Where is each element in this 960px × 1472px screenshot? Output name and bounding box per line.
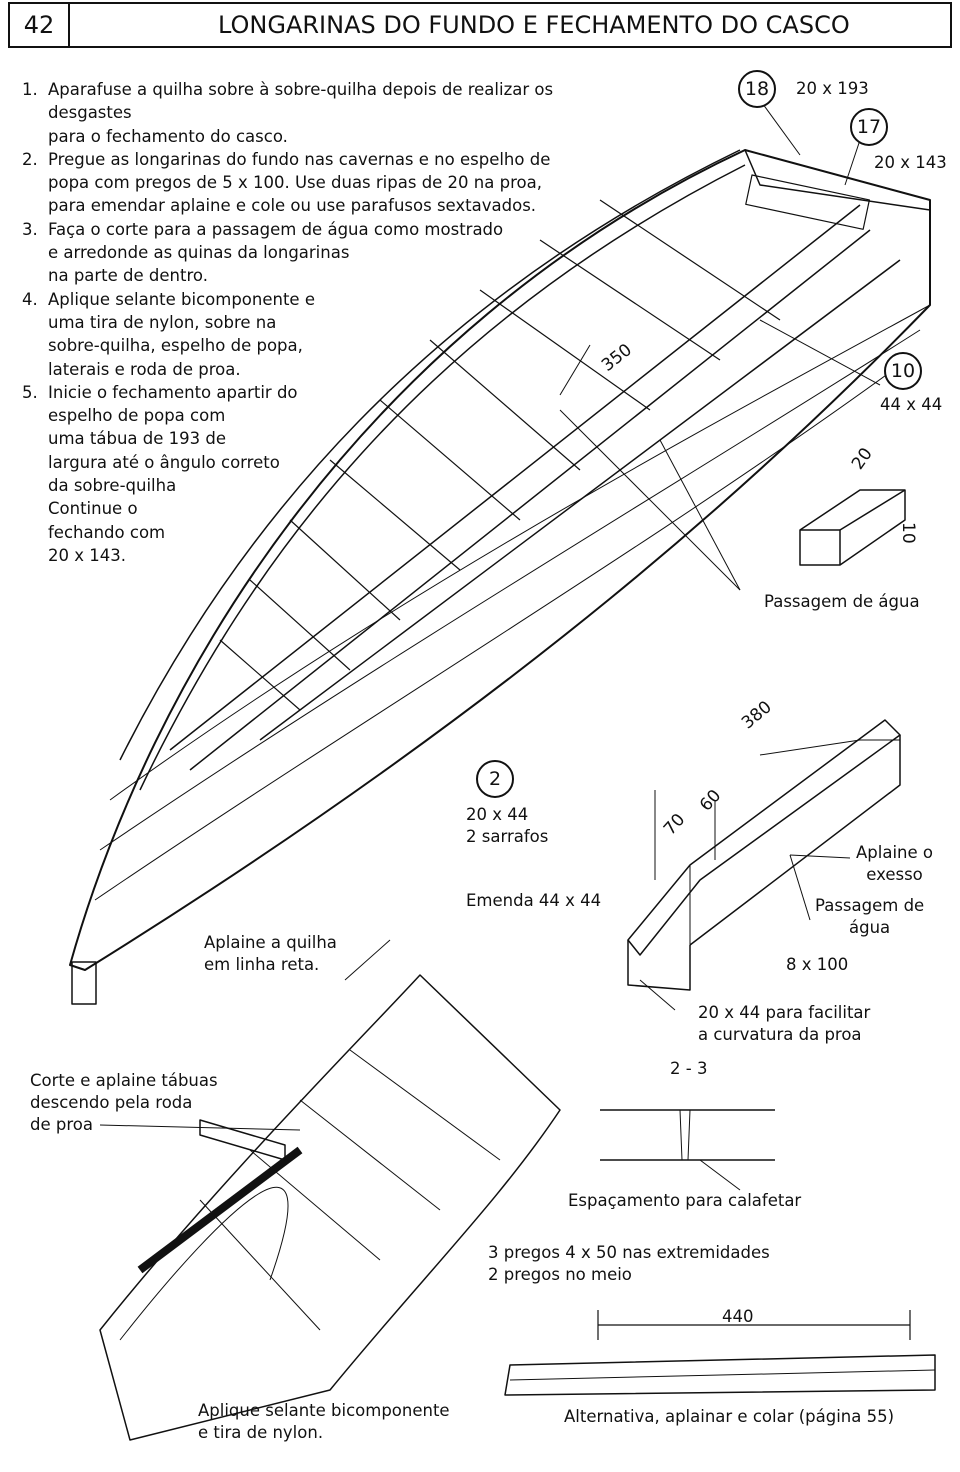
label-passagem-2: Passagem de água: [815, 896, 925, 937]
label-aplaine-quilha: Aplaine a quilha em linha reta.: [204, 933, 337, 974]
step-number: 3.: [22, 219, 38, 239]
label-passagem-1: Passagem de água: [764, 592, 920, 611]
callout-17: 17: [850, 108, 888, 146]
label-corte-aplaine: Corte e aplaine tábuas descendo pela rod…: [30, 1071, 218, 1134]
label-8x100: 8 x 100: [786, 955, 849, 974]
callout-10: 10: [884, 352, 922, 390]
label-facilitar: 20 x 44 para facilitar a curvatura da pr…: [698, 1003, 871, 1044]
page-number: 42: [10, 4, 70, 46]
step-number: 5.: [22, 382, 38, 402]
step-3: 3. Faça o corte para a passagem de água …: [22, 218, 622, 288]
step-text: Aplique selante bicomponente e uma tira …: [48, 289, 315, 379]
callout-18: 18: [738, 70, 776, 108]
instruction-steps: 1. Aparafuse a quilha sobre à sobre-quil…: [22, 78, 622, 567]
step-1: 1. Aparafuse a quilha sobre à sobre-quil…: [22, 78, 622, 148]
label-10: 10: [898, 522, 918, 544]
scarf-joint-detail: [627, 719, 901, 991]
step-5: 5. Inicie o fechamento apartir do espelh…: [22, 381, 622, 567]
step-number: 4.: [22, 289, 38, 309]
transom: [744, 149, 931, 211]
label-alternativa: Alternativa, aplainar e colar (página 55…: [564, 1407, 895, 1426]
stem-post: [71, 961, 97, 1005]
label-20x193: 20 x 193: [796, 79, 869, 98]
label-pregos: 3 pregos 4 x 50 nas extremidades 2 prego…: [488, 1243, 770, 1284]
step-text: Inicie o fechamento apartir do espelho d…: [48, 382, 298, 565]
label-44x44: 44 x 44: [880, 395, 943, 414]
step-number: 2.: [22, 149, 38, 169]
step-text: Pregue as longarinas do fundo nas cavern…: [48, 149, 551, 216]
hull-outline: [69, 149, 931, 971]
step-2: 2. Pregue as longarinas do fundo nas cav…: [22, 148, 622, 218]
label-20x143: 20 x 143: [874, 153, 947, 172]
label-sarrafos: 20 x 44 2 sarrafos: [466, 805, 549, 846]
step-4: 4. Aplique selante bicomponente e uma ti…: [22, 288, 622, 381]
label-espacamento: Espaçamento para calafetar: [568, 1191, 802, 1210]
page-title: LONGARINAS DO FUNDO E FECHAMENTO DO CASC…: [218, 11, 850, 39]
step-text: Aparafuse a quilha sobre à sobre-quilha …: [48, 80, 554, 146]
page-header: 42 LONGARINAS DO FUNDO E FECHAMENTO DO C…: [8, 2, 952, 48]
label-emenda: Emenda 44 x 44: [466, 891, 602, 910]
planked-bow-figure: [99, 974, 561, 1441]
label-selante: Aplique selante bicomponente e tira de n…: [198, 1401, 450, 1442]
callout-2: 2: [476, 760, 514, 798]
label-2-3: 2 - 3: [670, 1059, 708, 1078]
step-text: Faça o corte para a passagem de água com…: [48, 219, 504, 286]
label-aplaine-exesso: Aplaine o exesso: [856, 843, 933, 884]
stringer-section-detail: [799, 489, 906, 566]
caulking-gap-detail: [600, 1109, 775, 1161]
step-number: 1.: [22, 80, 38, 99]
scarf-plank: [504, 1354, 936, 1396]
label-440: 440: [722, 1307, 754, 1326]
